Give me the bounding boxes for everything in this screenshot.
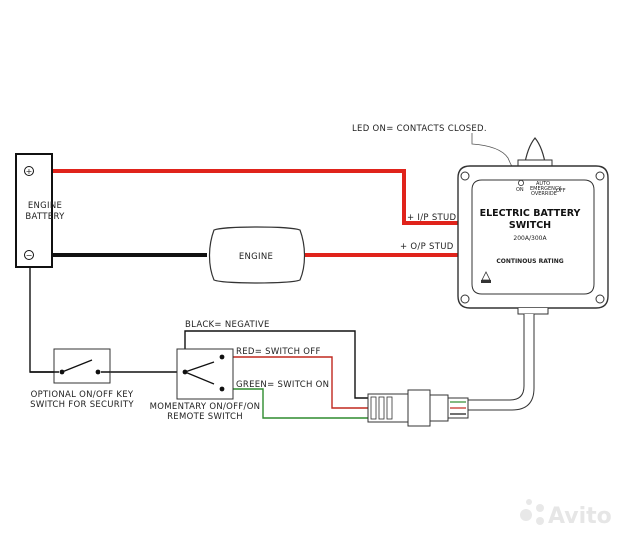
screw-bottom-left — [460, 294, 470, 304]
battery-plus-sign: + — [26, 167, 33, 176]
op-stud-label: + O/P STUD — [400, 242, 454, 252]
remote-switch-on-contact — [219, 386, 225, 392]
battery-positive-terminal — [24, 166, 34, 176]
wire-red-switch-off — [224, 356, 368, 409]
wire-black-negative — [184, 330, 368, 399]
manufacturer-logo — [481, 271, 491, 283]
black-wire-label: BLACK= NEGATIVE — [185, 320, 270, 330]
pos-off-label: OFF — [556, 188, 566, 194]
wire-connector — [367, 389, 469, 427]
remote-switch-label-1: MOMENTARY ON/OFF/ON — [150, 402, 261, 412]
switch-control-cable — [467, 314, 535, 411]
remote-switch-off-contact — [219, 354, 225, 360]
engine-battery: + − ENGINE BATTERY — [15, 153, 65, 268]
battery-minus-sign: − — [26, 251, 33, 260]
led-indicator — [518, 179, 525, 186]
pos-auto-label: AUTO — [536, 181, 550, 187]
wire-positive-input — [28, 169, 460, 225]
avito-watermark-text: Avito — [548, 504, 612, 529]
engine-block: ENGINE — [208, 226, 306, 284]
wire-key-switch — [29, 260, 56, 373]
switch-rating: 200A/300A — [513, 235, 547, 242]
wire-green-switch-on — [224, 388, 368, 419]
avito-watermark: Avito — [520, 499, 612, 529]
ip-stud-label: + I/P STUD — [407, 213, 457, 223]
red-wire-label: RED= SWITCH OFF — [236, 347, 321, 357]
pos-on-label: ON — [516, 187, 524, 193]
screw-top-right — [595, 171, 605, 181]
key-switch-label-2: SWITCH FOR SECURITY — [30, 400, 134, 410]
battery-label-line1: ENGINE — [28, 201, 62, 211]
pos-emergency-label-2: OVERRIDE — [531, 191, 557, 197]
engine-label: ENGINE — [239, 252, 273, 262]
switch-continuous-rating: CONTINOUS RATING — [496, 258, 563, 265]
key-switch-contact-right — [95, 369, 101, 375]
key-switch-label-1: OPTIONAL ON/OFF KEY — [31, 390, 134, 400]
battery-negative-terminal — [24, 250, 34, 260]
switch-title-2: SWITCH — [509, 220, 551, 231]
screw-bottom-right — [595, 294, 605, 304]
momentary-remote-switch: MOMENTARY ON/OFF/ON REMOTE SWITCH — [150, 348, 261, 422]
optional-key-switch: OPTIONAL ON/OFF KEY SWITCH FOR SECURITY — [30, 348, 134, 410]
battery-label-line2: BATTERY — [25, 212, 65, 222]
led-note: LED ON= CONTACTS CLOSED. — [352, 124, 487, 134]
green-wire-label: GREEN= SWITCH ON — [236, 380, 329, 390]
switch-title-1: ELECTRIC BATTERY — [480, 208, 581, 219]
remote-switch-label-2: REMOTE SWITCH — [167, 412, 243, 422]
screw-top-left — [460, 171, 470, 181]
electric-battery-switch: ON AUTO EMERGENCY OVERRIDE OFF ELECTRIC … — [457, 137, 609, 315]
pos-emergency-label-1: EMERGENCY — [530, 186, 562, 192]
